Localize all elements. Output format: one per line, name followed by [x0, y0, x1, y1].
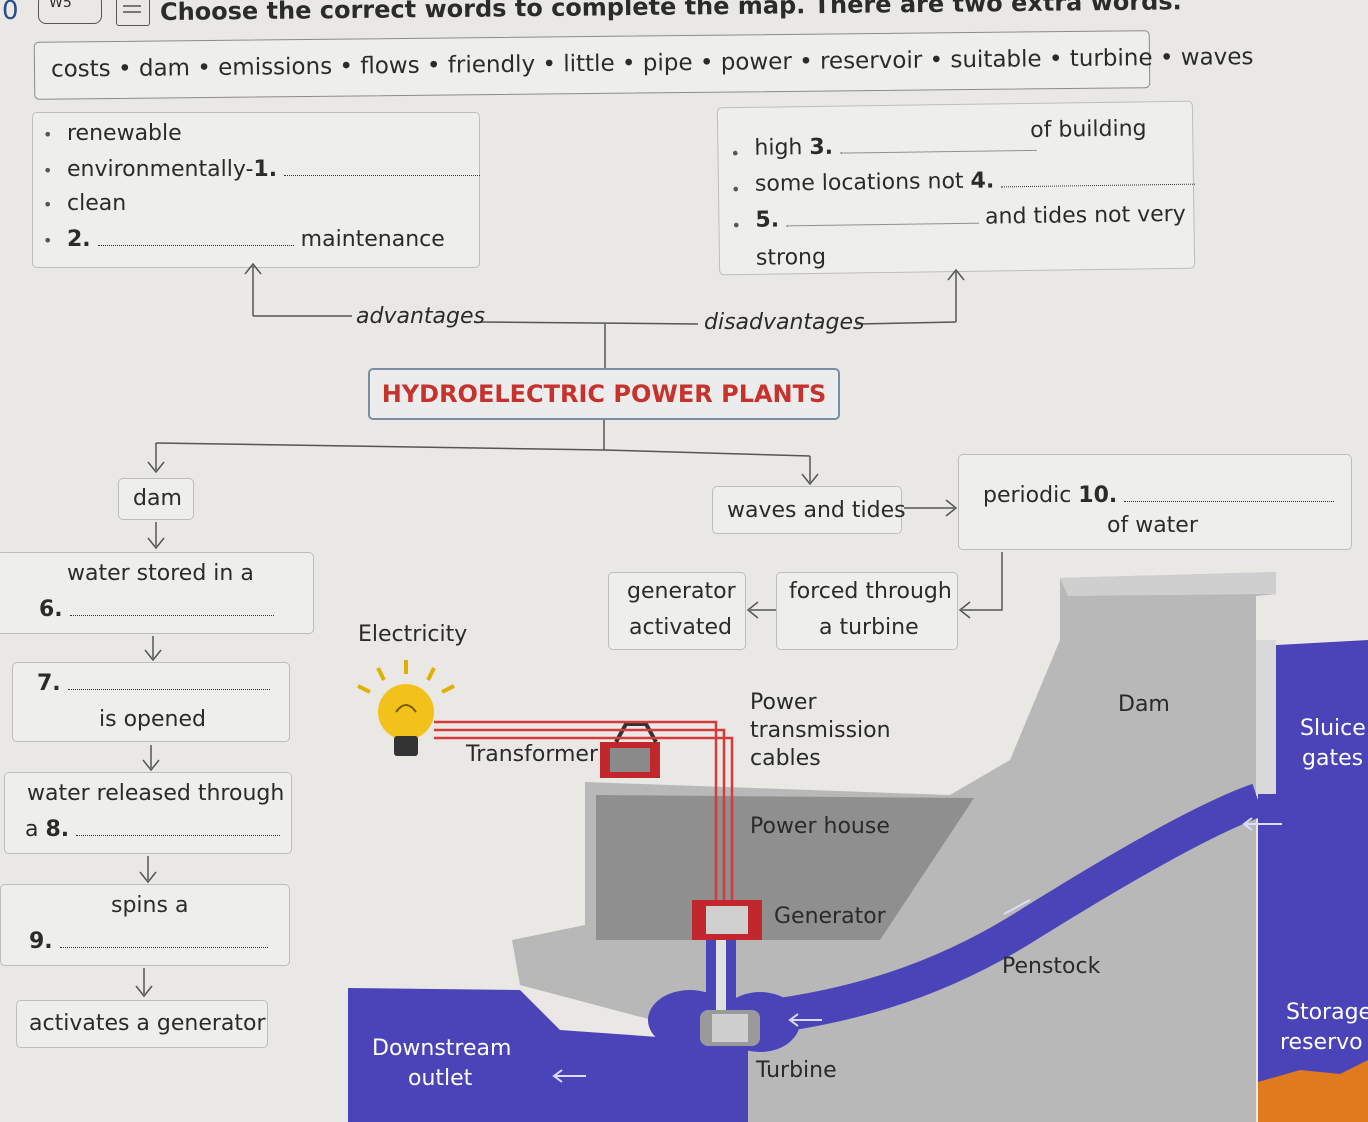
blank-number-2: 2.	[67, 227, 91, 252]
periodic-prefix: periodic	[983, 483, 1072, 508]
advantage-renewable: renewable	[67, 121, 182, 146]
stored-blank-row: 6.	[39, 597, 274, 622]
power-house	[596, 795, 974, 940]
reservoir-bed	[1258, 1060, 1368, 1122]
advantage-maintenance: 2. maintenance	[67, 227, 445, 252]
waves-tides-box: waves and tides	[712, 486, 906, 534]
page-title: HYDROELECTRIC POWER PLANTS	[381, 380, 827, 408]
opened-box: 7. is opened	[12, 662, 290, 742]
label-advantages: advantages	[356, 304, 485, 329]
advantage-clean: clean	[67, 191, 127, 216]
periodic-text: of water	[1107, 513, 1198, 538]
activates-text: activates a generator	[29, 1011, 266, 1036]
blank-6[interactable]	[69, 597, 274, 616]
label-generator: Generator	[774, 904, 886, 929]
exercise-number: 0	[2, 0, 19, 26]
bullet: •	[43, 125, 53, 144]
blank-1[interactable]	[284, 157, 481, 176]
spins-blank-row: 9.	[29, 929, 268, 954]
label-storage-2: reservo	[1280, 1030, 1363, 1055]
dam-box: dam	[118, 478, 194, 520]
notebook-icon	[116, 0, 150, 26]
blank-10[interactable]	[1124, 483, 1335, 502]
stored-box: water stored in a 6.	[0, 552, 314, 634]
sluice-gate	[1256, 640, 1276, 794]
generator-text-1: generator	[627, 579, 736, 604]
forced-box: forced through a turbine	[776, 572, 958, 650]
bullet: •	[43, 161, 53, 180]
label-downstream-2: outlet	[408, 1066, 473, 1091]
blank-9[interactable]	[59, 929, 268, 948]
generator-text-2: activated	[629, 615, 732, 640]
released-box: water released through a 8.	[4, 772, 292, 854]
reservoir-water	[1258, 640, 1368, 1122]
released-text: water released through	[27, 781, 285, 806]
released-prefix: a	[25, 817, 39, 842]
label-sluice-2: gates	[1302, 746, 1364, 771]
badge: W5	[38, 0, 102, 24]
periodic-box: periodic 10. of water	[958, 454, 1352, 550]
blank-number-1: 1.	[253, 157, 278, 182]
downstream-water	[348, 988, 760, 1122]
label-storage-1: Storage	[1286, 1000, 1368, 1025]
blank-2[interactable]	[97, 227, 294, 246]
waves-tides-text: waves and tides	[727, 498, 906, 523]
label-cables-1: Power	[750, 690, 817, 715]
stored-text: water stored in a	[67, 561, 254, 586]
blank-number-8: 8.	[45, 817, 70, 842]
label-dam: Dam	[1118, 692, 1170, 717]
generator-activated-box: generator activated	[608, 572, 746, 650]
label-cables-3: cables	[750, 746, 821, 771]
blank-7[interactable]	[67, 671, 270, 690]
spins-text: spins a	[111, 893, 189, 918]
released-blank-row: a 8.	[25, 817, 281, 842]
opened-blank-row: 7.	[37, 671, 270, 696]
penstock	[738, 783, 1264, 1037]
title-box: HYDROELECTRIC POWER PLANTS	[368, 368, 840, 420]
bullet: •	[43, 231, 53, 250]
label-electricity: Electricity	[358, 622, 468, 647]
badge-label: W5	[49, 0, 72, 11]
blank-number-9: 9.	[29, 929, 53, 954]
label-transformer: Transformer	[466, 742, 599, 767]
label-penstock: Penstock	[1002, 954, 1101, 979]
opened-text: is opened	[99, 707, 206, 732]
advantage-environmentally-text: environmentally-	[67, 157, 254, 182]
forced-text-1: forced through	[789, 579, 952, 604]
blank-number-6: 6.	[39, 597, 63, 622]
label-disadvantages: disadvantages	[704, 310, 865, 335]
spins-box: spins a 9.	[0, 884, 290, 966]
dam-label: dam	[133, 486, 182, 511]
label-cables-2: transmission	[750, 718, 891, 743]
blank-8[interactable]	[76, 817, 281, 836]
label-power-house: Power house	[750, 814, 890, 839]
bullet: •	[43, 195, 53, 214]
forced-text-2: a turbine	[819, 615, 919, 640]
label-turbine: Turbine	[756, 1058, 837, 1083]
periodic-blank-row: periodic 10.	[983, 483, 1335, 508]
activates-box: activates a generator	[16, 1000, 268, 1048]
blank-number-10: 10.	[1078, 483, 1118, 508]
advantages-box: • renewable • environmentally-1. • clean…	[32, 112, 481, 268]
lightbulb-icon	[357, 660, 455, 756]
label-sluice-1: Sluice	[1300, 716, 1366, 741]
label-downstream-1: Downstream	[372, 1036, 512, 1061]
advantage-environmentally: environmentally-1.	[67, 157, 481, 182]
blank-number-7: 7.	[37, 671, 61, 696]
advantage-maintenance-text: maintenance	[300, 227, 445, 252]
